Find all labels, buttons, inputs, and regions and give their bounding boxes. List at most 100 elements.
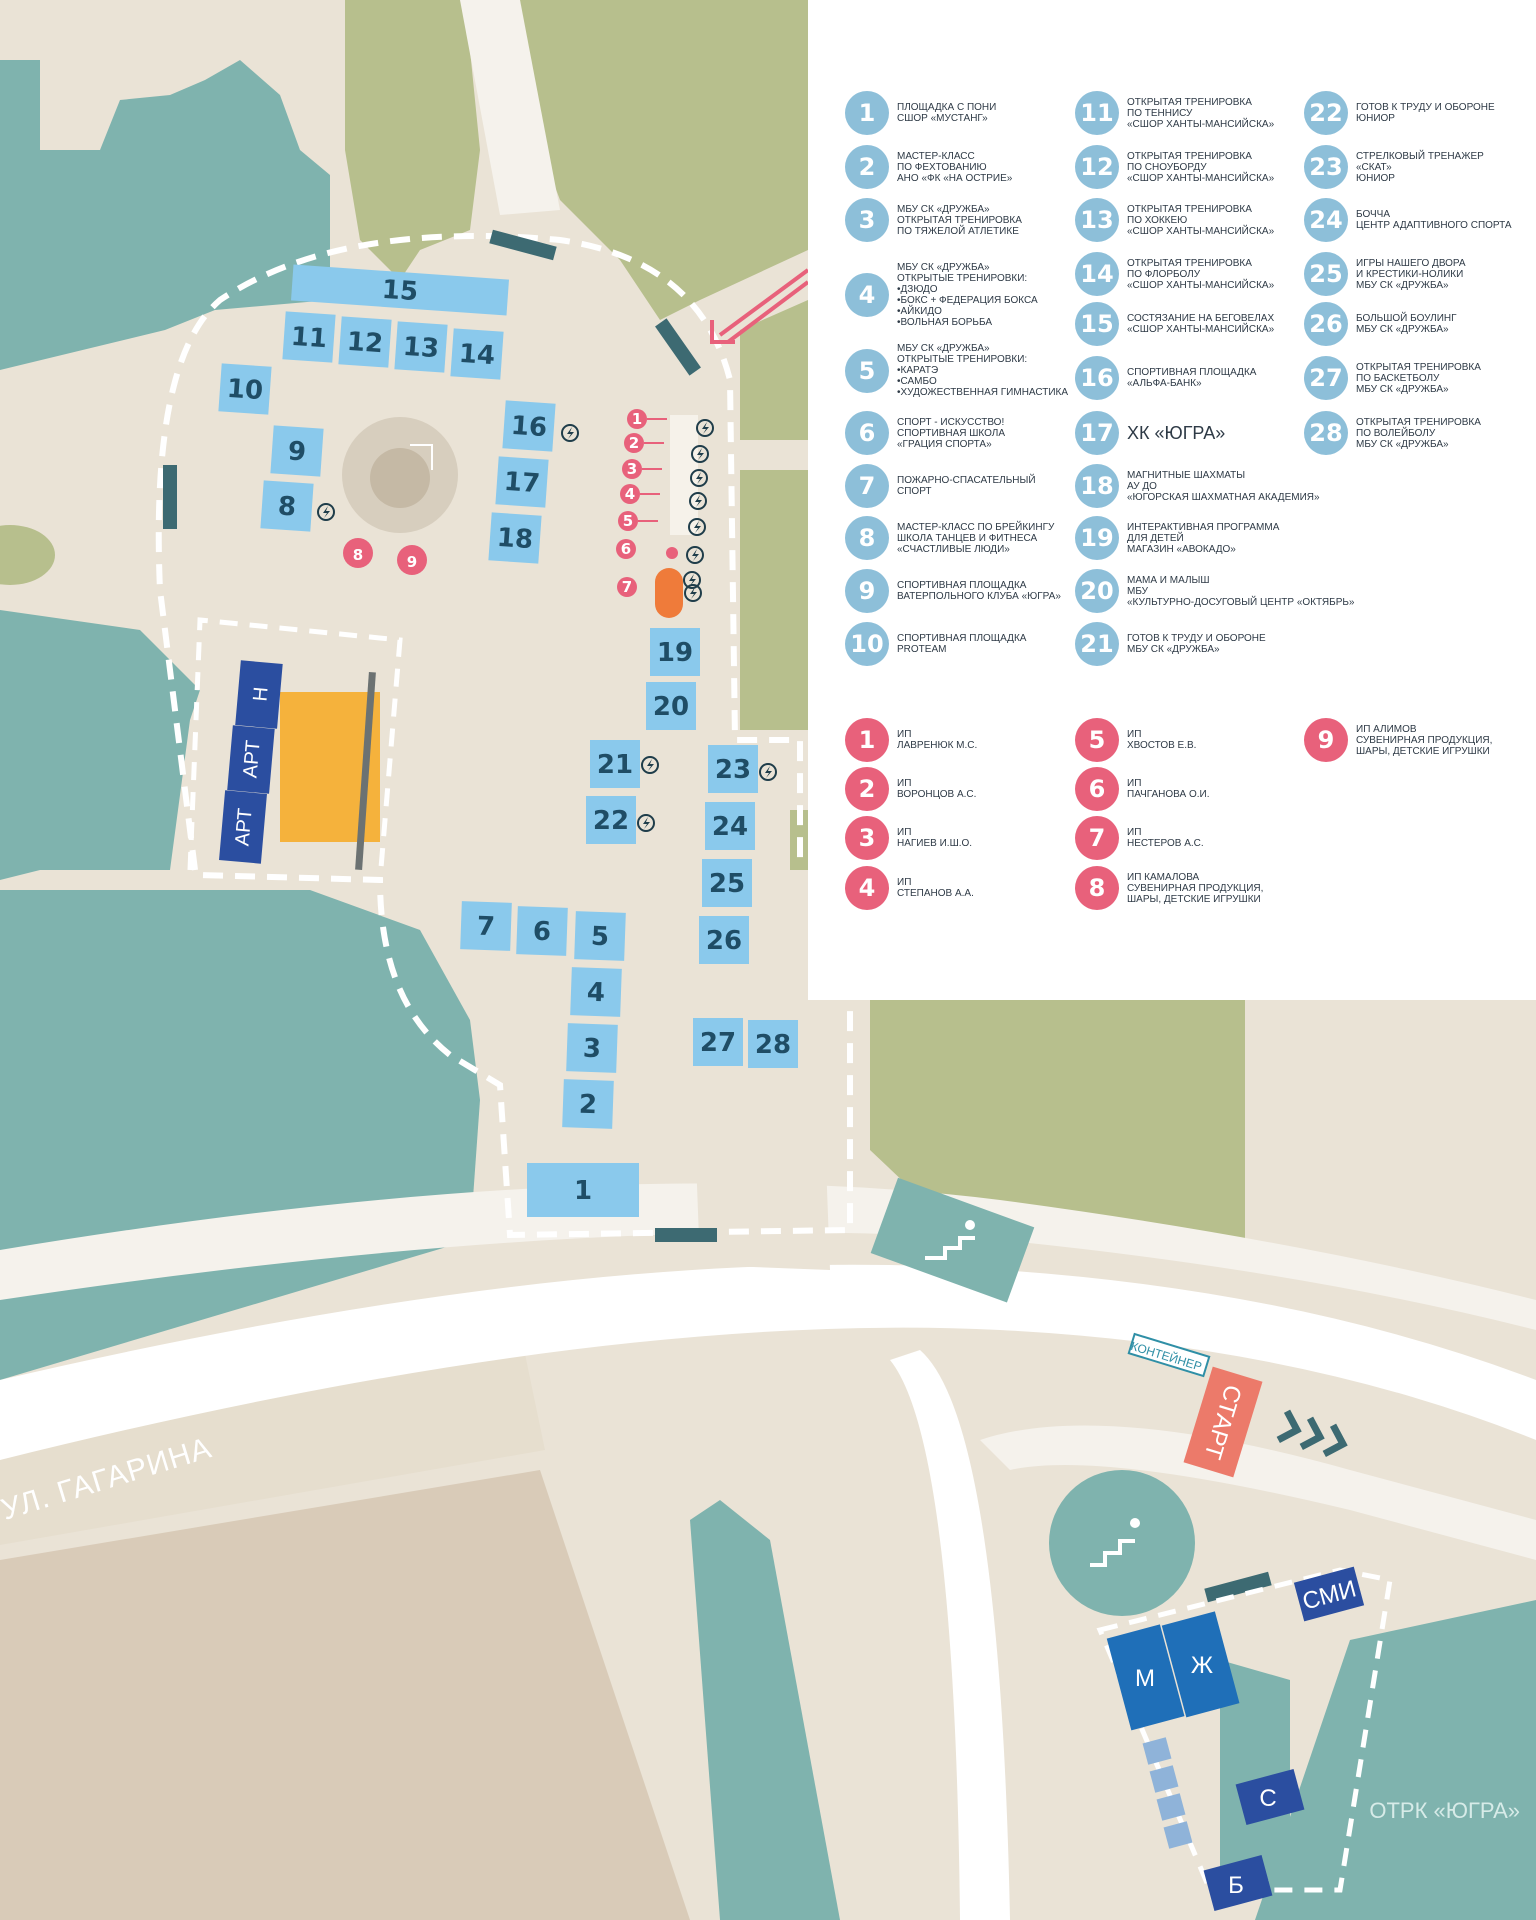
activity-number: 11 [1075,91,1119,135]
vendor-stalls [655,415,698,618]
fountain [342,417,458,533]
vendor-number: 8 [1075,866,1119,910]
entry-arrow [710,268,810,344]
lightning-icon [561,424,579,442]
lower-strip [0,1330,545,1545]
vendor-marker-4: 4 [620,484,660,504]
direction-chevrons-icon [1276,1409,1348,1458]
activity-number: 4 [845,273,889,317]
vendor-description: ИП ЛАВРЕНЮК М.С. [897,729,978,751]
booth-number: 24 [712,812,748,842]
activity-number: 9 [845,569,889,613]
activity-number: 28 [1304,411,1348,455]
booth-number: 26 [706,926,742,956]
activity-description: ХК «ЮГРА» [1127,423,1226,443]
booth-25: 25 [702,859,752,907]
booth-13: 13 [394,321,448,373]
lightning-icon [641,756,659,774]
watermark: ОТРК «ЮГРА» [1369,1798,1520,1823]
booth-number: 23 [715,755,751,785]
activity-description: БОЧЧА ЦЕНТР АДАПТИВНОГО СПОРТА [1356,209,1512,231]
activity-description: ОТКРЫТАЯ ТРЕНИРОВКА ПО ВОЛЕЙБОЛУ МБУ СК … [1356,416,1481,450]
lightning-icon [688,518,706,536]
booth-11: 11 [282,311,336,363]
activity-description: ГОТОВ К ТРУДУ И ОБОРОНЕ ЮНИОР [1356,102,1495,124]
activity-description: ОТКРЫТАЯ ТРЕНИРОВКА ПО СНОУБОРДУ «СШОР Х… [1127,150,1275,184]
vendor-number: 9 [1304,718,1348,762]
vendor-description: ИП КАМАЛОВА СУВЕНИРНАЯ ПРОДУКЦИЯ, ШАРЫ, … [1127,871,1264,905]
activity-description: ОТКРЫТАЯ ТРЕНИРОВКА ПО ФЛОРБОЛУ «СШОР ХА… [1127,257,1275,291]
booth-1: 1 [527,1163,639,1217]
lightning-icon [686,546,704,564]
booth-number: 8 [277,491,297,522]
booth-27: 27 [693,1018,743,1066]
booth-number: 2 [578,1090,597,1121]
booth-7: 7 [460,901,512,951]
stairs-icon [925,1236,975,1260]
activity-number: 22 [1304,91,1348,135]
activity-number: 7 [845,464,889,508]
vendor-marker-1: 1 [627,409,667,429]
booth-number: 7 [476,912,495,943]
booth-number: 14 [458,339,496,371]
vendor-number: 3 [845,816,889,860]
booth-16: 16 [502,400,556,452]
service-boundary [1096,1567,1393,1893]
svg-text:6: 6 [621,540,631,558]
booth-number: 3 [582,1034,601,1065]
wc-zh-label: Ж [1191,1652,1213,1679]
vendor-item-2: 2 ИП ВОРОНЦОВ А.С. [845,767,976,811]
buildings [0,60,1536,1920]
booth-number: 13 [402,332,440,364]
booth-21: 21 [590,740,640,788]
stairs-exit-1 [870,1177,1035,1303]
lightning-icon [696,419,714,437]
activity-number: 2 [845,145,889,189]
vendor-number: 5 [1075,718,1119,762]
activity-item-26: 26 БОЛЬШОЙ БОУЛИНГ МБУ СК «ДРУЖБА» [1304,302,1457,346]
activity-number: 16 [1075,356,1119,400]
booth-17: 17 [495,456,549,508]
booth-number: 9 [287,436,307,467]
activity-description: ГОТОВ К ТРУДУ И ОБОРОНЕ МБУ СК «ДРУЖБА» [1127,633,1266,655]
activity-number: 6 [845,411,889,455]
activity-number: 17 [1075,411,1119,455]
booth-28: 28 [748,1020,798,1068]
activity-number: 3 [845,198,889,242]
booth-9: 9 [270,425,324,477]
booth-number: 21 [597,750,633,780]
activity-description: БОЛЬШОЙ БОУЛИНГ МБУ СК «ДРУЖБА» [1356,313,1457,335]
plaza-boundary [155,233,853,1239]
vendor-number: 2 [845,767,889,811]
booth-number: 25 [709,869,745,899]
booth-12: 12 [338,316,392,368]
stage-boundary [187,617,403,881]
vendor-6-dot [666,547,678,559]
activity-description: МАСТЕР-КЛАСС ПО БРЕЙКИНГУ ШКОЛА ТАНЦЕВ И… [897,521,1055,555]
svg-text:3: 3 [627,460,637,478]
activity-number: 26 [1304,302,1348,346]
activity-description: ОТКРЫТАЯ ТРЕНИРОВКА ПО ТЕННИСУ «СШОР ХАН… [1127,96,1275,130]
lightning-icon [317,503,335,521]
vendor-description: ИП ПАЧГАНОВА О.И. [1127,778,1210,800]
art-stalls: Н АРТ АРТ [219,660,283,864]
vendor-marker-3: 3 [622,459,662,479]
booth-6: 6 [516,906,568,956]
vendor-description: ИП ВОРОНЦОВ А.С. [897,778,977,800]
activity-number: 23 [1304,145,1348,189]
activity-number: 14 [1075,252,1119,296]
stall-art-label-1: АРТ [239,739,264,779]
